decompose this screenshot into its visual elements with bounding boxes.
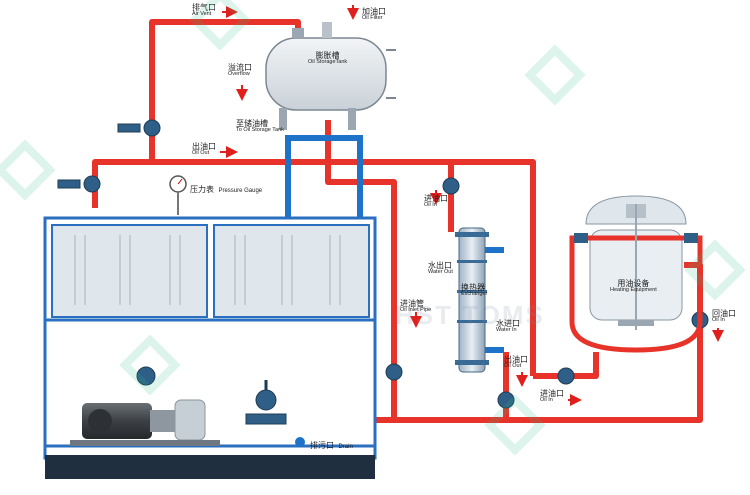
valve-equipment [557,367,575,385]
valves [57,119,709,425]
heat-exchanger [455,227,489,373]
pump-motor [70,399,220,446]
label-pressure-gauge: 压力表 Pressure Gauge [190,185,263,194]
label-drain: 排污口 Drain [310,441,353,450]
water-arrows [488,249,496,351]
flow-arrows [220,5,724,406]
expansion-tank [265,22,396,130]
watermark-text: HST TOMS [395,300,545,330]
valve-air-vent [117,119,161,137]
valve-pump-inlet [136,366,156,386]
valve-oil-out [57,175,101,193]
valve-cooler-out [497,391,515,409]
valve-cooler-in [442,177,460,195]
pressure-gauge-icon [169,175,187,215]
heating-equipment [569,195,703,353]
drain-icon [295,437,305,447]
valve-inlet-pipe [385,363,403,381]
valve-globe [245,380,287,425]
